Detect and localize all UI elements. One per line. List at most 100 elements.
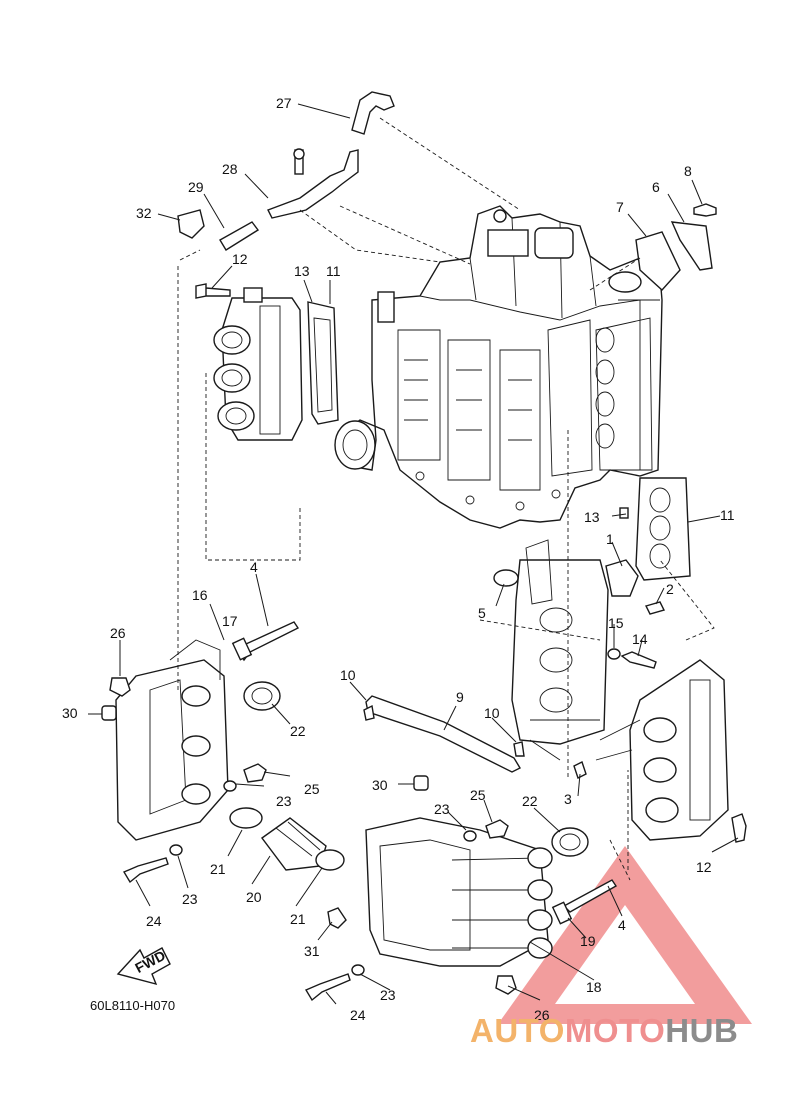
clip-32 bbox=[177, 209, 205, 239]
cap-30-left bbox=[101, 705, 117, 721]
clip-3 bbox=[573, 761, 587, 779]
callout-24-right: 24 bbox=[350, 1007, 366, 1023]
callout-22-left: 22 bbox=[290, 723, 306, 739]
bolt-8 bbox=[693, 203, 717, 217]
callout-21-right: 21 bbox=[290, 911, 306, 927]
hose-27 bbox=[351, 91, 395, 135]
callout-10-right: 10 bbox=[484, 705, 500, 721]
callout-12-upper: 12 bbox=[232, 251, 248, 267]
callout-26-lower: 26 bbox=[534, 1007, 550, 1023]
callout-22-right: 22 bbox=[522, 793, 538, 809]
callout-labels: 27 28 29 32 12 13 11 6 7 8 13 11 1 2 5 1… bbox=[62, 95, 735, 1023]
nut-26-lower bbox=[495, 975, 517, 995]
callout-28: 28 bbox=[222, 161, 238, 177]
callout-30-right: 30 bbox=[372, 777, 388, 793]
intake-silencer-left bbox=[115, 639, 229, 841]
callout-32: 32 bbox=[136, 205, 152, 221]
leader-lines bbox=[88, 103, 739, 1005]
bolt-25-right bbox=[485, 819, 509, 839]
collar-17 bbox=[231, 637, 253, 661]
bolt-24-left bbox=[122, 857, 169, 884]
washer-23-c bbox=[463, 830, 477, 842]
intake-manifold-upper-left bbox=[213, 287, 303, 441]
callout-10-left: 10 bbox=[340, 667, 356, 683]
clip-10-left bbox=[363, 704, 375, 721]
washer-23-a bbox=[223, 780, 237, 792]
clamp-21-left bbox=[229, 807, 263, 829]
callout-23-a: 23 bbox=[276, 793, 292, 809]
callout-13-upper: 13 bbox=[294, 263, 310, 279]
diagram-code: 60L8110-H070 bbox=[90, 998, 175, 1013]
grommet-22-right bbox=[551, 827, 589, 857]
cap-30-right bbox=[413, 775, 429, 791]
callout-11-upper: 11 bbox=[326, 263, 341, 279]
sensor-31 bbox=[327, 907, 347, 929]
callout-26-upper: 26 bbox=[110, 625, 126, 641]
washer-15 bbox=[607, 648, 621, 660]
callout-13-lower: 13 bbox=[584, 509, 600, 525]
callout-23-b: 23 bbox=[182, 891, 198, 907]
watermark-auto: AUTO bbox=[470, 1012, 565, 1049]
callout-3: 3 bbox=[564, 791, 572, 807]
fwd-arrow: FWD bbox=[116, 947, 171, 986]
callout-9: 9 bbox=[456, 689, 464, 705]
callout-7: 7 bbox=[616, 199, 624, 215]
callout-11-lower: 11 bbox=[720, 507, 735, 523]
callout-8: 8 bbox=[684, 163, 692, 179]
callout-29: 29 bbox=[188, 179, 204, 195]
callout-1: 1 bbox=[606, 531, 614, 547]
collar-19 bbox=[551, 901, 573, 925]
sensor-1 bbox=[605, 559, 639, 597]
callout-31: 31 bbox=[304, 943, 320, 959]
throttle-body-middle bbox=[511, 539, 609, 761]
plate-7 bbox=[635, 231, 681, 291]
grommet-22-left bbox=[243, 681, 281, 711]
washer-23-b bbox=[169, 844, 183, 856]
callout-12-lower: 12 bbox=[696, 859, 712, 875]
watermark-hub: HUB bbox=[665, 1012, 739, 1049]
bolt-4-right bbox=[562, 879, 618, 913]
callout-30-left: 30 bbox=[62, 705, 78, 721]
watermark-triangle bbox=[498, 846, 752, 1024]
callout-6: 6 bbox=[652, 179, 660, 195]
callout-20: 20 bbox=[246, 889, 262, 905]
gasket-upper bbox=[307, 301, 339, 425]
callout-14: 14 bbox=[632, 631, 648, 647]
callout-25-left: 25 bbox=[304, 781, 320, 797]
callout-4-lower: 4 bbox=[618, 917, 626, 933]
callout-24-left: 24 bbox=[146, 913, 162, 929]
bolt-24-right bbox=[304, 973, 351, 1002]
washer-23-d bbox=[351, 964, 365, 976]
callout-21-left: 21 bbox=[210, 861, 226, 877]
gasket-right bbox=[635, 477, 691, 581]
watermark-logo: AUTOMOTOHUB bbox=[470, 1012, 796, 1064]
callout-27: 27 bbox=[276, 95, 292, 111]
callout-17: 17 bbox=[222, 613, 238, 629]
callout-4-upper: 4 bbox=[250, 559, 258, 575]
bracket-6 bbox=[670, 221, 713, 271]
screw-2 bbox=[644, 601, 666, 615]
callout-18: 18 bbox=[586, 979, 602, 995]
hose-29 bbox=[219, 221, 260, 251]
hose-9 bbox=[365, 695, 521, 773]
dowel-13 bbox=[619, 507, 629, 519]
bolt-25-left bbox=[243, 763, 267, 783]
pipe-28 bbox=[267, 148, 359, 219]
callout-23-c: 23 bbox=[434, 801, 450, 817]
throttle-body-right bbox=[595, 659, 729, 841]
callout-23-d: 23 bbox=[380, 987, 396, 1003]
callout-25-right: 25 bbox=[470, 787, 486, 803]
callout-2: 2 bbox=[666, 581, 674, 597]
nut-26-upper bbox=[109, 677, 131, 697]
callout-5: 5 bbox=[478, 605, 486, 621]
bolt-12-lower bbox=[731, 813, 747, 843]
engine-block bbox=[334, 205, 663, 529]
clamp-21-right bbox=[315, 849, 345, 871]
bolt-12-upper bbox=[195, 283, 231, 299]
clamp-5 bbox=[493, 569, 519, 587]
bolt-14 bbox=[620, 651, 657, 669]
clip-10-right bbox=[513, 741, 525, 757]
callout-19: 19 bbox=[580, 933, 596, 949]
watermark-moto: MOTO bbox=[564, 1012, 666, 1049]
